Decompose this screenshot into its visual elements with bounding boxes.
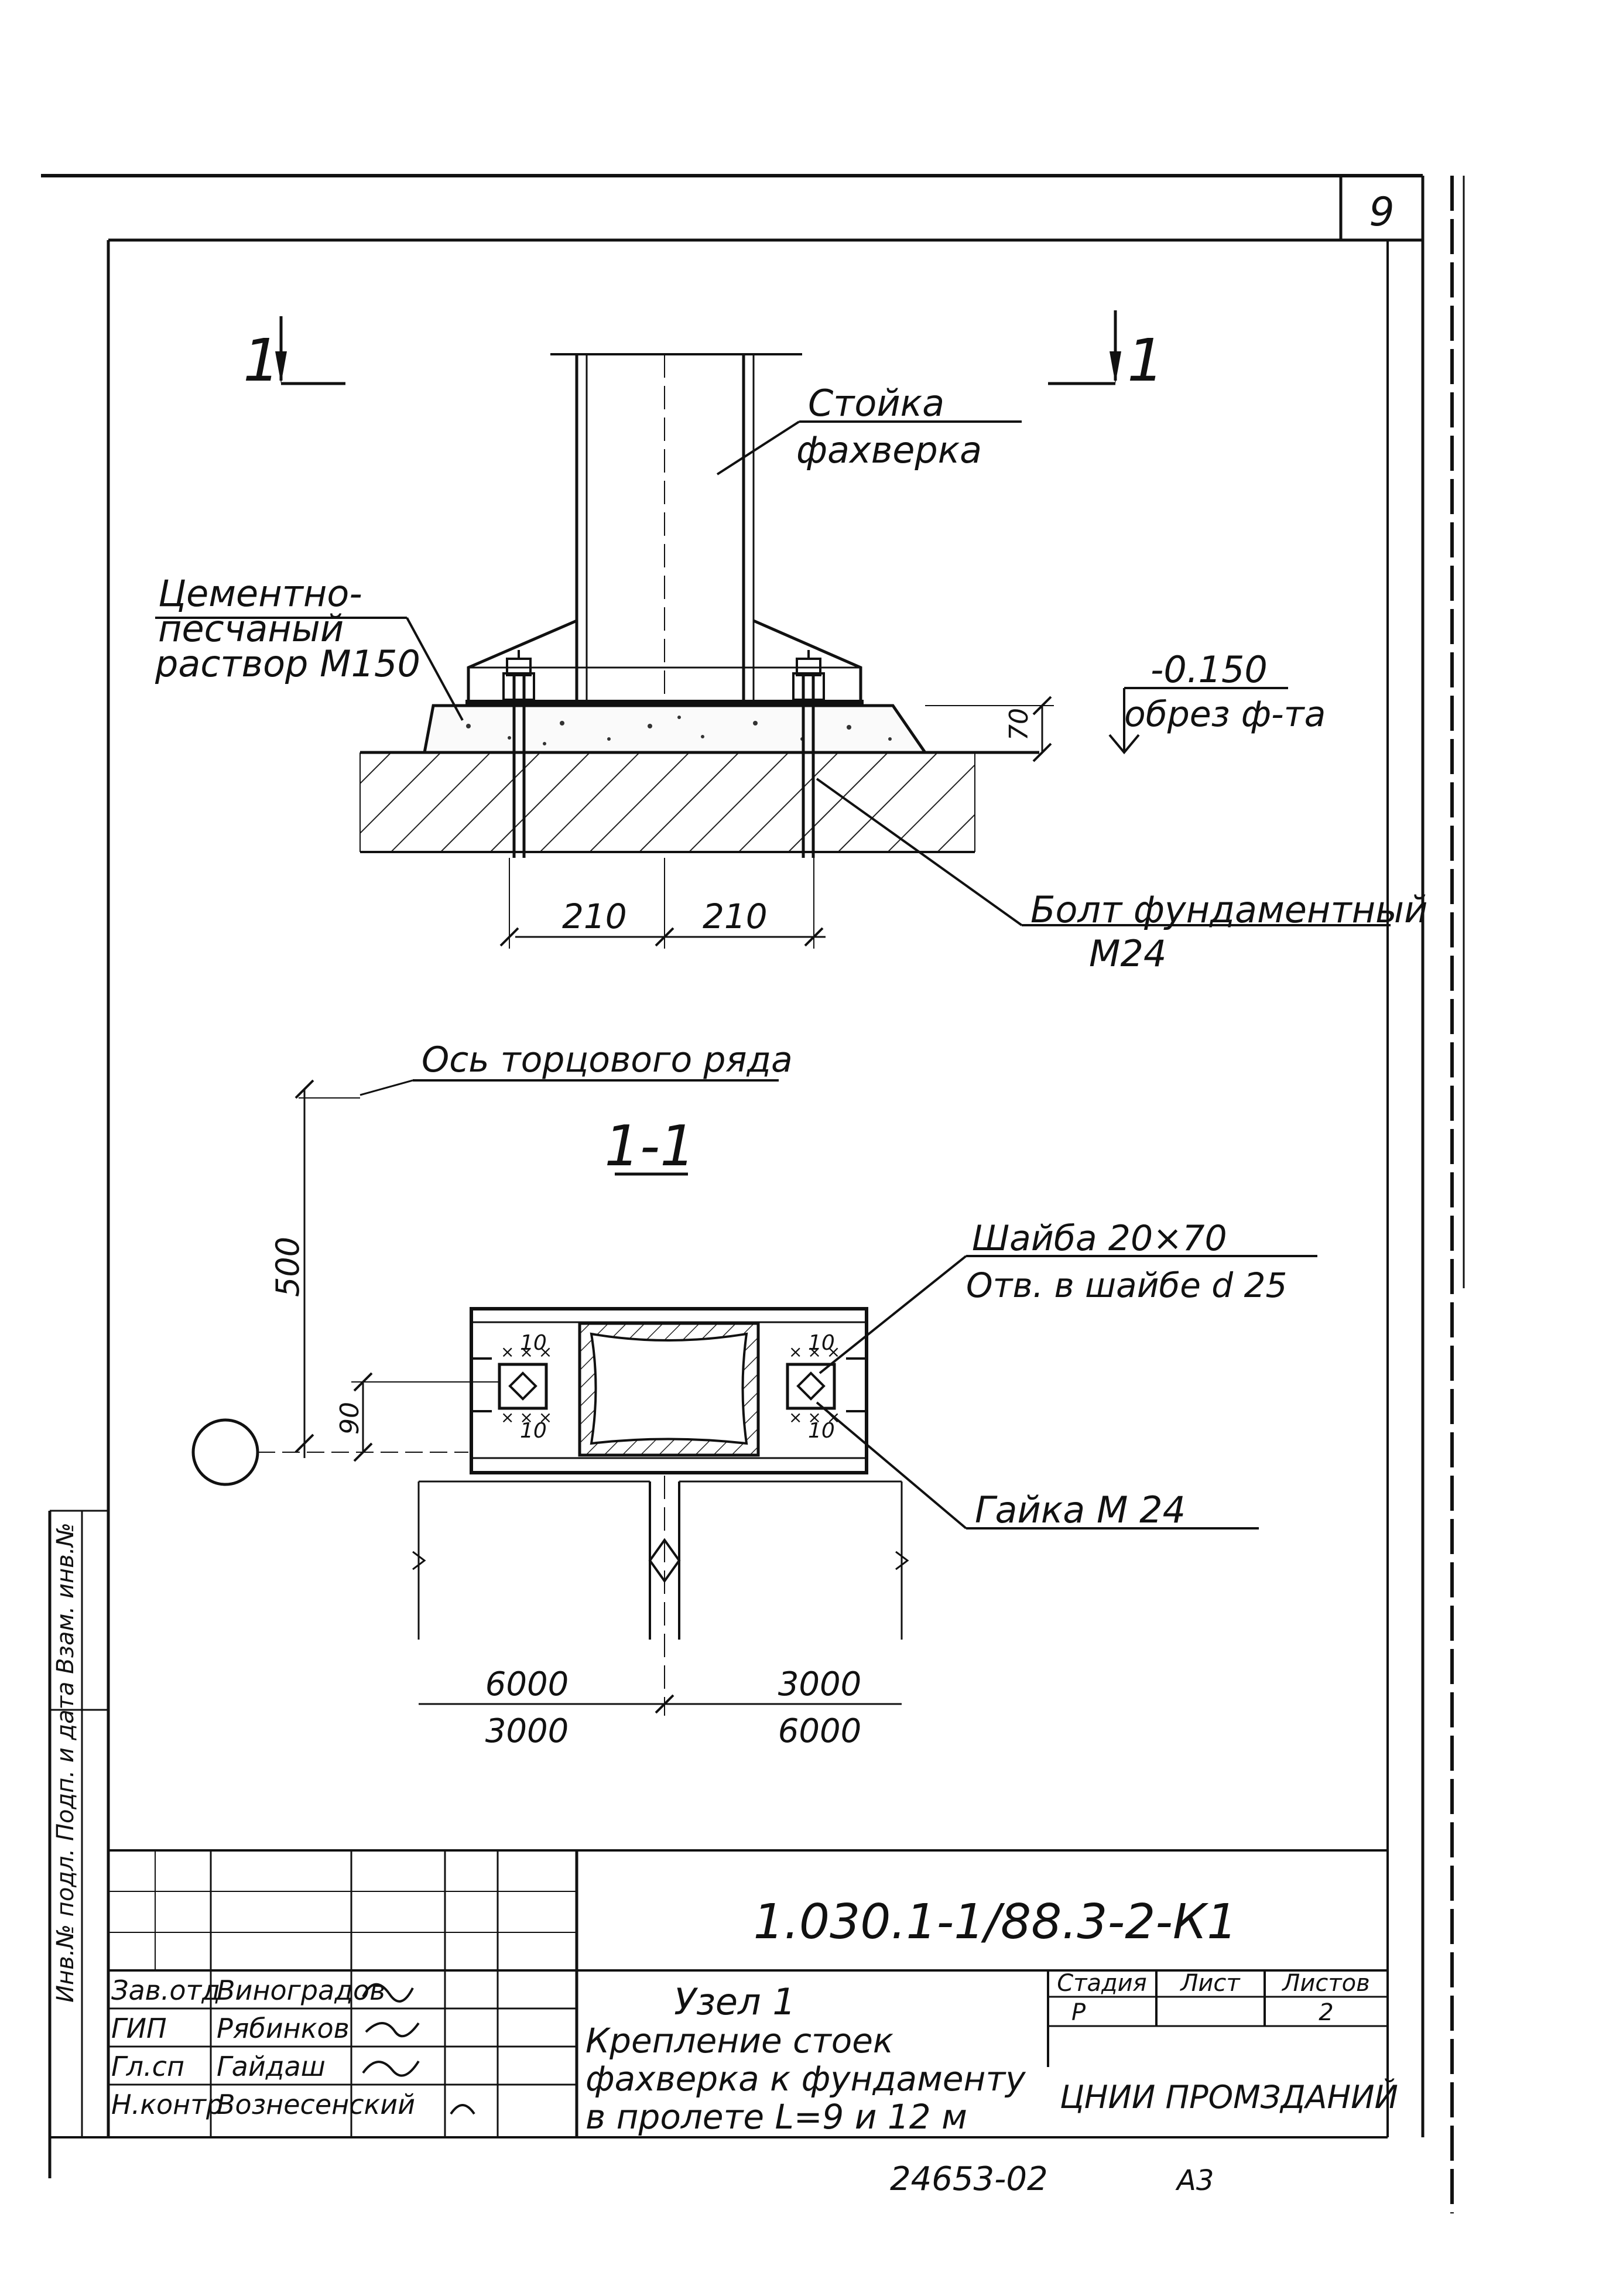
foundation [359, 751, 1039, 853]
elevation-value: -0.150 [1151, 648, 1268, 691]
sheets-header: Листов [1281, 1970, 1369, 1997]
span-left-top: 6000 [485, 1665, 569, 1703]
svg-text:× × ×: × × × [501, 1408, 552, 1427]
mortar-label-line2: песчаный [158, 607, 344, 650]
signature-role-4: Н.контр [111, 2089, 223, 2120]
weld-top-right: 10 [808, 1331, 835, 1355]
description-line2: фахверка к фундаменту [585, 2059, 1026, 2099]
signature-name-3: Гайдаш [217, 2051, 326, 2082]
dimension-axis-offset: 500 [269, 1079, 314, 1458]
anchor-nut-right [792, 650, 825, 701]
format-mark: А3 [1175, 2164, 1214, 2197]
weld-bottom-right: 10 [808, 1419, 835, 1443]
description-line3: в пролете L=9 и 12 м [585, 2097, 967, 2137]
title-block: 1.030.1-1/88.3-2-К1 Зав.отд Виноградов Г… [108, 1849, 1398, 2137]
organization: ЦНИИ ПРОМЗДАНИЙ [1060, 2079, 1398, 2116]
axis-marker [191, 1418, 468, 1486]
section-title-text: 1-1 [604, 1114, 695, 1179]
stage-value: Р [1071, 1999, 1086, 2026]
foundation-plan [412, 1476, 909, 1716]
signature-name-2: Рябинков [217, 2013, 350, 2044]
washer-right: × × × × × × [786, 1342, 840, 1427]
dimension-bolt-spacing-left: 210 [562, 896, 627, 936]
svg-text:× × ×: × × × [789, 1342, 840, 1361]
svg-text:× × ×: × × × [501, 1342, 552, 1361]
document-code: 1.030.1-1/88.3-2-К1 [754, 1894, 1238, 1950]
mortar-label-line3: раствор М150 [155, 642, 420, 685]
stage-header: Стадия [1057, 1970, 1146, 1997]
sheet-frame [41, 174, 1465, 2213]
base-plate-plan [470, 1307, 868, 1474]
stage-table: Стадия Лист Листов Р 2 ЦНИИ ПРОМЗДАНИЙ [1047, 1970, 1398, 2116]
sheets-value: 2 [1319, 1999, 1333, 2026]
signature-rows: Зав.отд Виноградов ГИП Рябинков Гл.сп Га… [111, 1975, 475, 2120]
signature-role-2: ГИП [111, 2013, 167, 2044]
leader-nut: Гайка М 24 [816, 1401, 1259, 1531]
grout-bed [422, 704, 928, 754]
description-line1: Крепление стоек [585, 2021, 893, 2061]
leader-column: Стойка фахверка [716, 382, 1022, 475]
signature-role-3: Гл.сп [111, 2051, 184, 2082]
column-label-line1: Стойка [808, 382, 944, 425]
title-description: Узел 1 Крепление стоек фахверка к фундам… [585, 1980, 1026, 2137]
dimension-bolt-spacing-right: 210 [703, 896, 768, 936]
dimension-spans: 6000 3000 3000 6000 [419, 1665, 902, 1750]
leader-mortar: Цементно- песчаный раствор М150 [155, 572, 464, 721]
mortar-label-line1: Цементно- [158, 572, 362, 615]
weld-sizes: 10 10 10 10 [520, 1331, 835, 1443]
anchor-bolt-left [512, 673, 526, 858]
elevation-note: обрез ф-та [1124, 694, 1326, 735]
washer-left: × × × × × × [498, 1342, 552, 1427]
sheet-header: Лист [1179, 1970, 1241, 1997]
dimension-mortar-thickness: 70 [925, 696, 1054, 762]
column-tube-section [578, 1322, 760, 1457]
svg-text:× × ×: × × × [789, 1408, 840, 1427]
weld-bottom-left: 10 [520, 1419, 547, 1443]
anchor-nut-left [502, 650, 535, 701]
bolt-label-line2: М24 [1089, 932, 1166, 975]
axis-label: Ось торцового ряда [299, 1039, 793, 1099]
span-left-bottom: 3000 [485, 1712, 569, 1750]
leader-bolt: Болт фундаментный М24 [816, 778, 1427, 975]
signature-scribbles [362, 1983, 475, 2115]
signature-role-1: Зав.отд [111, 1975, 220, 2006]
section-mark-right: 1 [1048, 310, 1165, 395]
dimension-bolt-offset-value: 90 [335, 1402, 365, 1435]
node-title: Узел 1 [674, 1980, 796, 2023]
signature-name-4: Вознесенский [217, 2089, 415, 2120]
column-post [550, 353, 802, 720]
section-title: 1-1 [604, 1114, 695, 1179]
section-mark-left-label: 1 [243, 326, 280, 395]
span-right-bottom: 6000 [778, 1712, 862, 1750]
dimension-mortar-thickness-value: 70 [1004, 708, 1034, 741]
elevation-mark: -0.150 обрез ф-та [1108, 648, 1326, 755]
anchor-bolt-right [802, 673, 815, 858]
section-mark-right-label: 1 [1127, 326, 1165, 395]
archive-number: 24653-02 [890, 2160, 1048, 2198]
washer-label-line1: Шайба 20×70 [972, 1218, 1227, 1259]
elevation-view: 1 1 [155, 310, 1427, 975]
span-right-top: 3000 [778, 1665, 862, 1703]
dimension-bolt-offset: 90 [335, 1372, 509, 1462]
nut-label: Гайка М 24 [975, 1489, 1186, 1531]
bolt-label-line1: Болт фундаментный [1030, 888, 1427, 931]
side-stamp: Инв.№ подл. Подп. и дата Взам. инв.№ [50, 1510, 108, 2137]
signature-name-1: Виноградов [217, 1975, 385, 2006]
sheet-number: 9 [1369, 189, 1394, 235]
axis-label-text: Ось торцового ряда [422, 1039, 793, 1080]
sheet-number-box: 9 [1339, 176, 1395, 240]
washer-label-line2: Отв. в шайбе d 25 [966, 1265, 1287, 1305]
side-stamp-text: Инв.№ подл. Подп. и дата Взам. инв.№ [52, 1522, 79, 2003]
section-mark-left: 1 [243, 316, 345, 395]
leader-washer: Шайба 20×70 Отв. в шайбе d 25 [819, 1218, 1317, 1374]
dimension-bolt-spacing: 210 210 [499, 858, 826, 949]
weld-top-left: 10 [520, 1331, 547, 1355]
column-label-line2: фахверка [796, 429, 982, 471]
section-1-1: Ось торцового ряда 1-1 500 90 [191, 1039, 1317, 1750]
dimension-axis-offset-value: 500 [269, 1237, 306, 1297]
